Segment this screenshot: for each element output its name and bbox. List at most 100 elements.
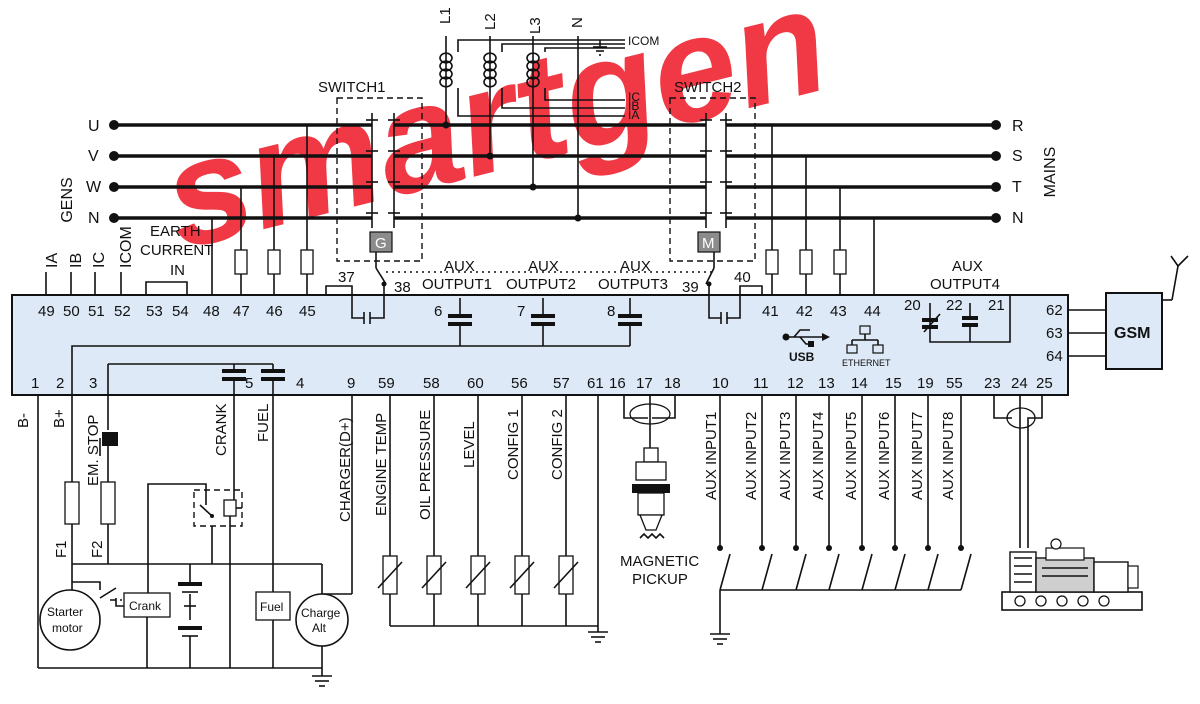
terminal-41: 41 (762, 303, 779, 320)
gens-label-n: N (88, 210, 100, 227)
earth-current-label-3: IN (170, 262, 185, 279)
switch-coil-wiring: 37 38 39 40 (325, 269, 763, 324)
terminal-8: 8 (607, 303, 615, 320)
terminal-4: 4 (296, 375, 304, 392)
gens-label-w: W (86, 179, 102, 196)
aux-output2-label-2: OUTPUT2 (506, 276, 576, 293)
terminal-49: 49 (38, 303, 55, 320)
aux-input7-label: AUX INPUT7 (909, 412, 926, 500)
aux-output2-label-1: AUX (528, 258, 559, 275)
terminal-42: 42 (796, 303, 813, 320)
current-inputs: IA IB IC ICOM EARTH CURRENT IN (44, 125, 314, 295)
ethernet-label: ETHERNET (842, 358, 891, 368)
charger-label: CHARGER(D+) (337, 417, 354, 522)
earth-current-label-1: EARTH (150, 223, 201, 240)
watermark-text: smartgen (147, 0, 843, 281)
terminal-60: 60 (467, 375, 484, 392)
usb-label: USB (789, 350, 815, 364)
ct-out-icom: ICOM (628, 34, 659, 48)
terminal-57: 57 (553, 375, 570, 392)
terminal-53: 53 (146, 303, 163, 320)
terminal-5: 5 (245, 375, 253, 392)
terminal-11: 11 (753, 375, 769, 392)
terminal-63: 63 (1046, 325, 1063, 342)
gsm-label: GSM (1114, 325, 1150, 342)
terminal-3: 3 (89, 375, 97, 392)
input-ia-label: IA (44, 253, 61, 268)
aux-input1-label: AUX INPUT1 (703, 412, 720, 500)
input-ib-label: IB (68, 253, 85, 268)
aux-output3-label-2: OUTPUT3 (598, 276, 668, 293)
terminal-38: 38 (394, 279, 411, 296)
terminal-51: 51 (88, 303, 105, 320)
terminal-15: 15 (885, 375, 902, 392)
ct-phase-l3: L3 (527, 17, 544, 34)
input-icom-label: ICOM (118, 226, 135, 268)
crank-relay-label: Crank (129, 599, 162, 613)
terminal-43: 43 (830, 303, 847, 320)
gens-title: GENS (59, 177, 76, 222)
watermark: smartgen (147, 0, 843, 281)
mains-label-r: R (1012, 118, 1024, 135)
terminal-17: 17 (636, 375, 653, 392)
aux-input8-label: AUX INPUT8 (940, 412, 957, 500)
mains-title: MAINS (1042, 147, 1059, 198)
starter-label-1: Starter (47, 605, 83, 619)
aux-outputs: AUX OUTPUT1 AUX OUTPUT2 AUX OUTPUT3 AUX … (71, 258, 1011, 395)
terminal-45: 45 (299, 303, 316, 320)
terminal-54: 54 (172, 303, 189, 320)
aux-input6-label: AUX INPUT6 (876, 412, 893, 500)
aux-input2-label: AUX INPUT2 (743, 412, 760, 500)
gens-label-u: U (88, 118, 100, 135)
controller-body (11, 294, 1069, 396)
terminal-59: 59 (378, 375, 395, 392)
crank-label: CRANK (213, 403, 230, 456)
input-ic-label: IC (91, 252, 108, 268)
terminal-44: 44 (864, 303, 881, 320)
mains-sensing (765, 125, 875, 295)
starter-label-2: motor (52, 621, 83, 635)
b-plus-label: B+ (51, 409, 68, 428)
top-terminals: 49 50 51 52 53 54 48 47 46 45 41 42 43 4… (38, 303, 881, 320)
mains-label-t: T (1012, 179, 1022, 196)
aux-output4-label-1: AUX (952, 258, 983, 275)
terminal-58: 58 (423, 375, 440, 392)
em-stop-label: EM. STOP (85, 415, 102, 486)
charge-alt-label-1: Charge (301, 606, 341, 620)
gens-label-v: V (88, 148, 99, 165)
aux-output3-label-1: AUX (620, 258, 651, 275)
earth-current-label-2: CURRENT (140, 242, 213, 259)
terminal-47: 47 (233, 303, 250, 320)
terminal-50: 50 (63, 303, 80, 320)
fuel-label: FUEL (255, 404, 272, 442)
aux-input3-label: AUX INPUT3 (777, 412, 794, 500)
fuel-relay-label: Fuel (260, 600, 283, 614)
terminal-18: 18 (664, 375, 681, 392)
genset (993, 395, 1143, 611)
ct-out-ic: IC (628, 90, 640, 104)
sensor-config1-label: CONFIG 1 (505, 409, 522, 480)
current-transformers: L1 L2 L3 N ICOM IC IB IA (437, 7, 659, 222)
terminal-13: 13 (818, 375, 835, 392)
sensor-oil-pressure-label: OIL PRESSURE (417, 410, 434, 520)
switch2: SWITCH2 M (669, 79, 756, 287)
pickup-label-1: MAGNETIC (620, 553, 699, 570)
usb-icon (782, 329, 830, 347)
terminal-16: 16 (609, 375, 626, 392)
switch1: SWITCH1 G (318, 79, 423, 287)
magnetic-pickup: MAGNETIC PICKUP (620, 395, 699, 588)
f1-label: F1 (53, 540, 70, 558)
aux-input4-label: AUX INPUT4 (810, 412, 827, 500)
terminal-1: 1 (31, 375, 39, 392)
sensor-level-label: LEVEL (461, 421, 478, 468)
terminal-10: 10 (712, 375, 729, 392)
terminal-12: 12 (787, 375, 804, 392)
terminal-7: 7 (517, 303, 525, 320)
terminal-23: 23 (984, 375, 1001, 392)
sensor-inputs: ENGINE TEMP OIL PRESSURE LEVEL CONFIG 1 … (373, 395, 608, 643)
terminal-9: 9 (347, 375, 355, 392)
sensor-config2-label: CONFIG 2 (549, 409, 566, 480)
gens-mains-buses: GENS MAINS U V W N R S T N (59, 118, 1059, 227)
switch2-box-label: M (702, 235, 715, 252)
aux-inputs: AUX INPUT1 AUX INPUT2 AUX INPUT3 AUX INP… (703, 395, 972, 645)
